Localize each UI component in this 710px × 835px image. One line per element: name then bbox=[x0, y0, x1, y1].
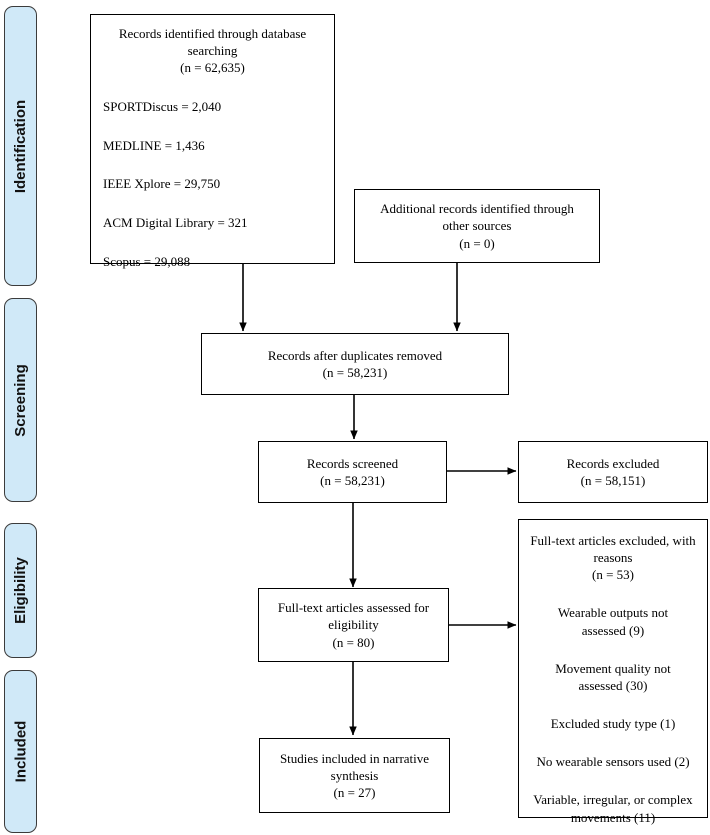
box-records-screened-title: Records screened bbox=[306, 455, 399, 471]
stage-screening: Screening bbox=[4, 298, 37, 502]
box-studies-included-count: (n = 27) bbox=[333, 785, 376, 801]
reason-excluded-study-type: Excluded study type (1) bbox=[550, 716, 676, 732]
box-records-screened-count: (n = 58,231) bbox=[320, 473, 385, 488]
box-fulltext-excluded-count: (n = 53) bbox=[592, 567, 634, 583]
box-records-screened: Records screened (n = 58,231) bbox=[258, 441, 447, 503]
box-studies-included-title: Studies included in narrative synthesis bbox=[279, 750, 430, 783]
box-records-excluded-count: (n = 58,151) bbox=[580, 473, 646, 488]
box-database-search: Records identified through database sear… bbox=[90, 14, 335, 269]
box-fulltext-excluded: Full-text articles excluded, with reason… bbox=[518, 519, 708, 825]
source-acm-digital-library: ACM Digital Library = 321 bbox=[103, 214, 248, 230]
box-studies-included: Studies included in narrative synthesis … bbox=[259, 738, 450, 813]
box-fulltext-excluded-title: Full-text articles excluded, with reason… bbox=[530, 533, 696, 566]
reason-movement-quality: Movement quality not assessed (30) bbox=[555, 660, 671, 693]
stage-eligibility-label: Eligibility bbox=[12, 557, 29, 624]
box-other-sources: Additional records identified through ot… bbox=[354, 189, 600, 263]
box-database-search-title: Records identified through database sear… bbox=[118, 26, 307, 59]
stage-eligibility: Eligibility bbox=[4, 523, 37, 658]
box-other-sources-count: (n = 0) bbox=[459, 235, 495, 251]
box-records-excluded: Records excluded (n = 58,151) bbox=[518, 441, 708, 503]
source-medline: MEDLINE = 1,436 bbox=[103, 137, 205, 153]
source-ieee-xplore: IEEE Xplore = 29,750 bbox=[103, 176, 221, 192]
reason-variable-movements: Variable, irregular, or complex movement… bbox=[533, 792, 693, 825]
box-fulltext-assessed: Full-text articles assessed for eligibil… bbox=[258, 588, 449, 662]
box-database-search-count: (n = 62,635) bbox=[180, 60, 245, 76]
stage-identification-label: Identification bbox=[12, 99, 29, 193]
box-other-sources-title: Additional records identified through ot… bbox=[380, 201, 574, 234]
box-fulltext-assessed-title: Full-text articles assessed for eligibil… bbox=[277, 600, 430, 633]
box-duplicates-removed: Records after duplicates removed (n = 58… bbox=[201, 333, 509, 395]
stage-screening-label: Screening bbox=[12, 363, 29, 437]
source-scopus: Scopus = 29,088 bbox=[103, 253, 191, 269]
stage-included-label: Included bbox=[12, 720, 30, 783]
stage-identification: Identification bbox=[4, 6, 37, 286]
box-duplicates-removed-count: (n = 58,231) bbox=[322, 365, 388, 380]
box-duplicates-removed-title: Records after duplicates removed bbox=[267, 347, 443, 363]
box-records-excluded-title: Records excluded bbox=[566, 455, 660, 471]
stage-included: Included bbox=[4, 670, 37, 833]
reason-wearable-outputs: Wearable outputs not assessed (9) bbox=[557, 605, 669, 638]
source-sportdiscus: SPORTDiscus = 2,040 bbox=[103, 98, 222, 114]
reason-no-wearable-sensors: No wearable sensors used (2) bbox=[536, 754, 690, 770]
box-fulltext-assessed-count: (n = 80) bbox=[332, 634, 375, 650]
